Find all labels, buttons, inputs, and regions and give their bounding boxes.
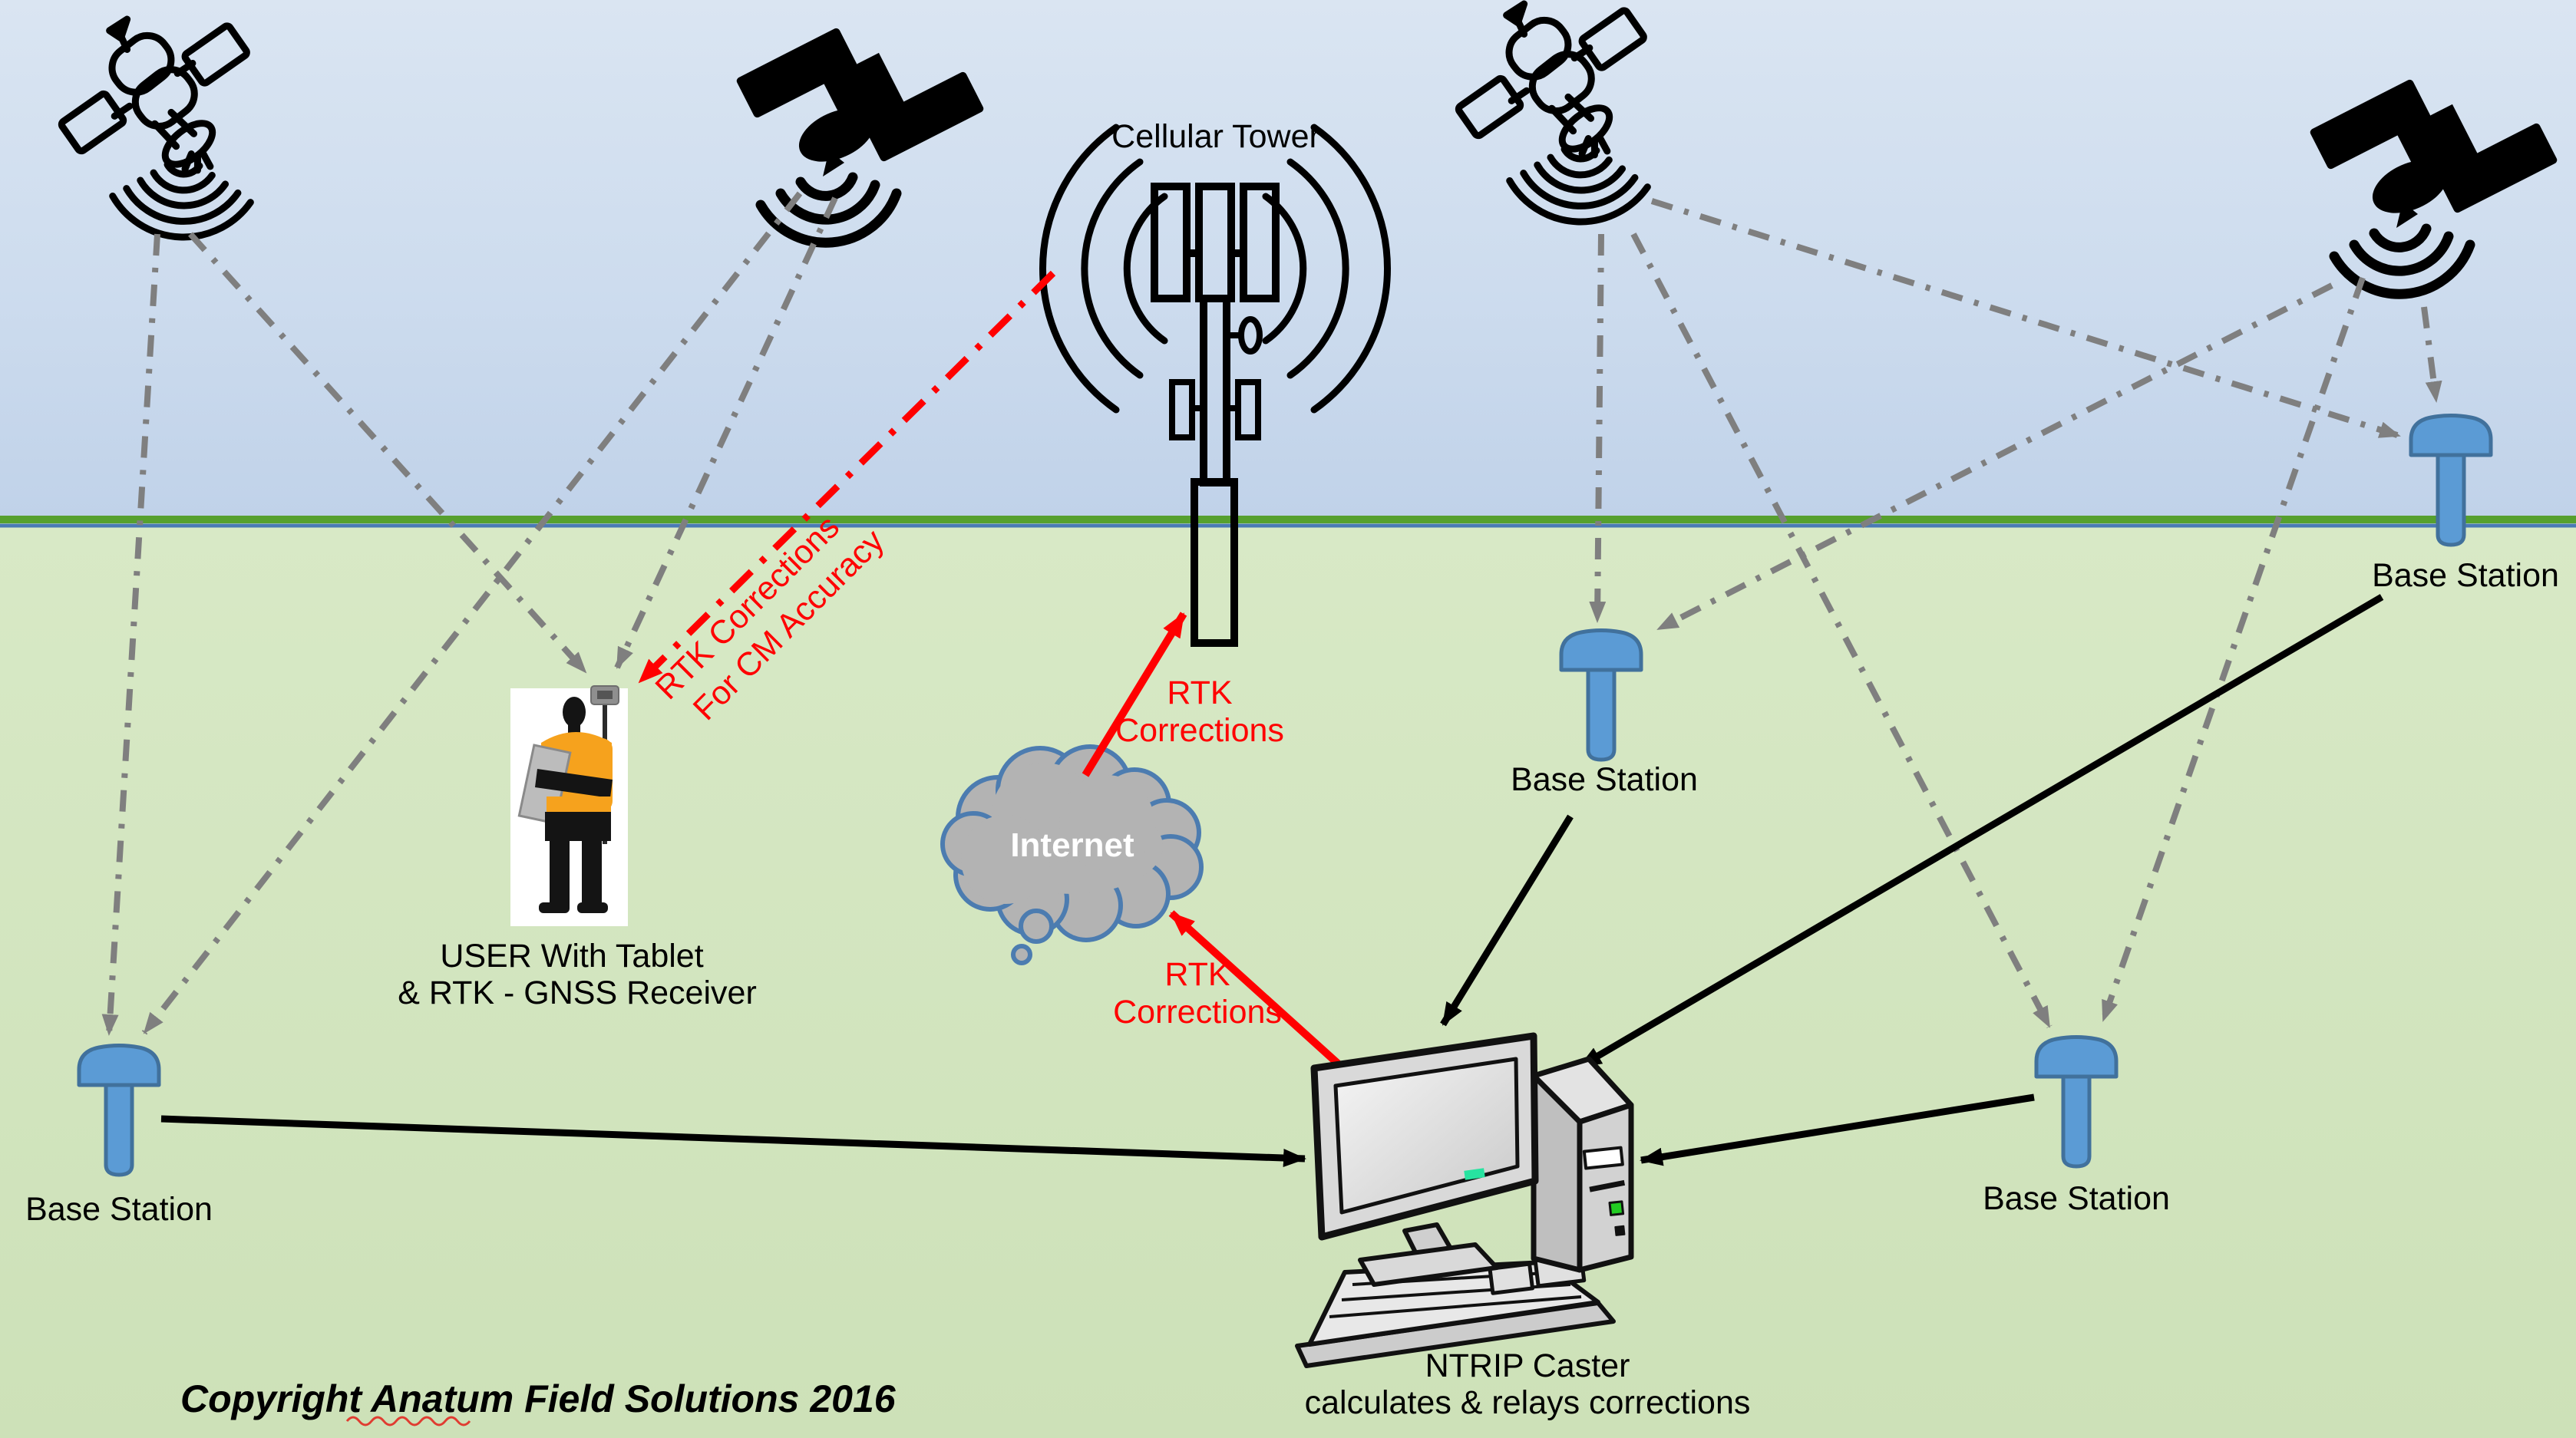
base-station-label: Base Station	[25, 1191, 213, 1228]
ntrip-label-line1: NTRIP Caster	[1425, 1347, 1630, 1384]
internet-cloud-icon	[940, 744, 1204, 965]
rtk-caster-to-cloud-arrow	[1168, 910, 1341, 1067]
rtk-up-label-line1: RTK	[1167, 674, 1233, 711]
link-base3-to-caster	[1577, 594, 2384, 1070]
rtk-down-label-line1: RTK	[1164, 956, 1230, 993]
base-station-label: Base Station	[2372, 557, 2559, 594]
gps-signal-sat1-to-base1	[101, 233, 160, 1036]
gps-signal-sat4-to-base3	[2421, 306, 2442, 403]
gps-signal-sat3-to-base4	[1630, 233, 2053, 1028]
gps-signal-sat3-to-base3	[1650, 198, 2401, 439]
base-station-label: Base Station	[1511, 761, 1698, 798]
gps-signal-sat1-to-user	[188, 232, 588, 674]
link-base2-to-caster	[1440, 814, 1574, 1027]
sky	[0, 0, 2576, 521]
rtk-cloud-to-tower-arrow	[1082, 612, 1187, 777]
field-user-icon	[510, 685, 628, 926]
base-station-label: Base Station	[1983, 1180, 2170, 1217]
copyright-text: Copyright Anatum Field Solutions 2016	[180, 1377, 897, 1420]
ntrip-label-line2: calculates & relays corrections	[1305, 1384, 1751, 1421]
cellular-tower-icon	[1039, 124, 1391, 647]
rtk-down-label-line2: Corrections	[1113, 994, 1282, 1031]
internet-label: Internet	[1010, 826, 1134, 864]
cellular-tower-label: Cellular Tower	[1111, 118, 1320, 155]
user-label-line2: & RTK - GNSS Receiver	[398, 975, 757, 1011]
gps-signal-sat3-to-base2	[1589, 233, 1607, 623]
user-label-line1: USER With Tablet	[440, 938, 703, 975]
ground	[0, 521, 2576, 1438]
ntrip-caster-computer-icon	[1295, 1032, 1634, 1368]
spellcheck-squiggle	[345, 1416, 471, 1426]
link-base4-to-caster	[1640, 1093, 2035, 1166]
gps-signal-sat2-to-user	[614, 196, 838, 669]
rtk-up-label-line2: Corrections	[1115, 712, 1284, 749]
link-base1-to-caster	[160, 1115, 1306, 1168]
